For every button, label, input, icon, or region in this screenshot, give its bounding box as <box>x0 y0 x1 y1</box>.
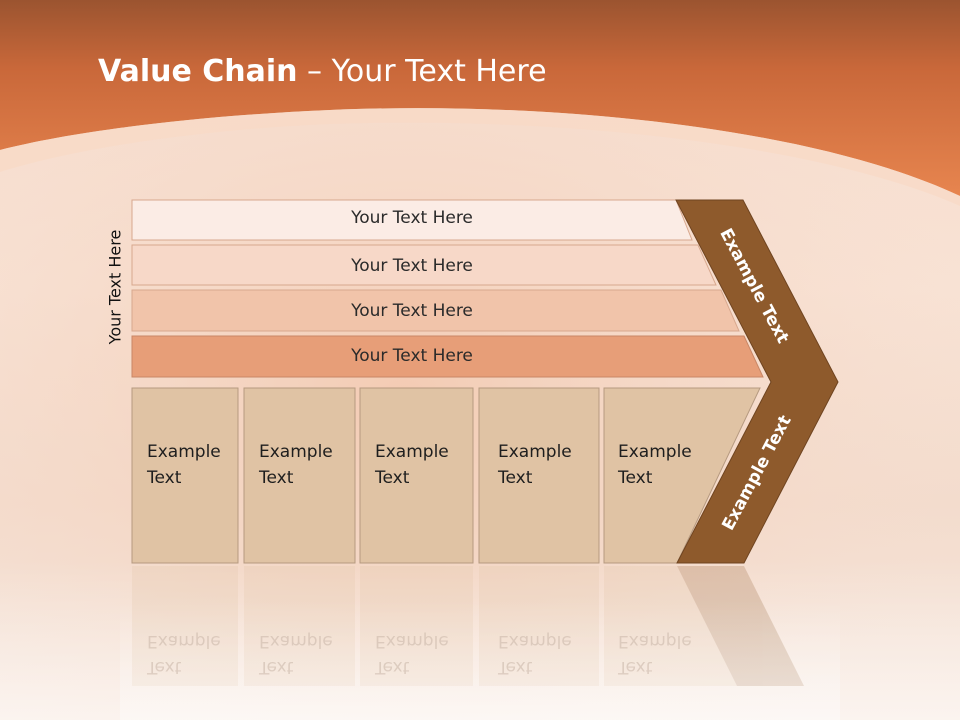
row-2-shape <box>131 244 717 286</box>
chevron-shape <box>675 199 839 564</box>
box-1-reflection-line1: Example <box>147 631 221 651</box>
box-4-line1: Example <box>498 442 572 462</box>
row-1-label: Your Text Here <box>351 208 473 228</box>
box-2-shape <box>243 387 356 564</box>
title-rest: – Your Text Here <box>297 54 547 89</box>
row-3-label: Your Text Here <box>351 301 473 321</box>
header-swoosh <box>0 108 960 206</box>
box-5-line2: Text <box>618 468 653 488</box>
side-label: Your Text Here <box>105 229 125 345</box>
box-3-reflection-line1: Example <box>375 631 449 651</box>
row-4-label: Your Text Here <box>351 346 473 366</box>
box-1-line2: Text <box>147 468 182 488</box>
slide-title: Value Chain – Your Text Here <box>98 54 547 89</box>
box-2-line1: Example <box>259 442 333 462</box>
box-4-line2: Text <box>498 468 533 488</box>
box-3-reflection: Text Example <box>375 628 449 680</box>
box-5-text: Example Text <box>618 439 692 491</box>
header-band <box>0 0 960 196</box>
box-4-shape <box>478 387 600 564</box>
box-5-line1: Example <box>618 442 692 462</box>
box-3-reflection-line2: Text <box>375 657 410 677</box>
box-5-reflection-line1: Example <box>618 631 692 651</box>
box-4-reflection-line1: Example <box>498 631 572 651</box>
box-3-line1: Example <box>375 442 449 462</box>
box-4-reflection: Text Example <box>498 628 572 680</box>
box-3-line2: Text <box>375 468 410 488</box>
row-3-shape <box>131 289 740 332</box>
box-1-reflection: Text Example <box>147 628 221 680</box>
row-2-label: Your Text Here <box>351 256 473 276</box>
box-2-reflection-line1: Example <box>259 631 333 651</box>
box-2-text: Example Text <box>259 439 333 491</box>
box-5-reflection-line2: Text <box>618 657 653 677</box>
row-4-shape <box>131 335 764 378</box>
row-1-shape <box>131 199 693 241</box>
box-4-text: Example Text <box>498 439 572 491</box>
title-bold: Value Chain <box>98 54 298 89</box>
box-1-reflection-line2: Text <box>147 657 182 677</box>
box-2-reflection: Text Example <box>259 628 333 680</box>
box-3-text: Example Text <box>375 439 449 491</box>
box-1-shape <box>131 387 239 564</box>
box-5-reflection: Text Example <box>618 628 692 680</box>
box-2-reflection-line2: Text <box>259 657 294 677</box>
box-1-line1: Example <box>147 442 221 462</box>
box-1-text: Example Text <box>147 439 221 491</box>
box-3-shape <box>359 387 474 564</box>
box-2-line2: Text <box>259 468 294 488</box>
box-4-reflection-line2: Text <box>498 657 533 677</box>
